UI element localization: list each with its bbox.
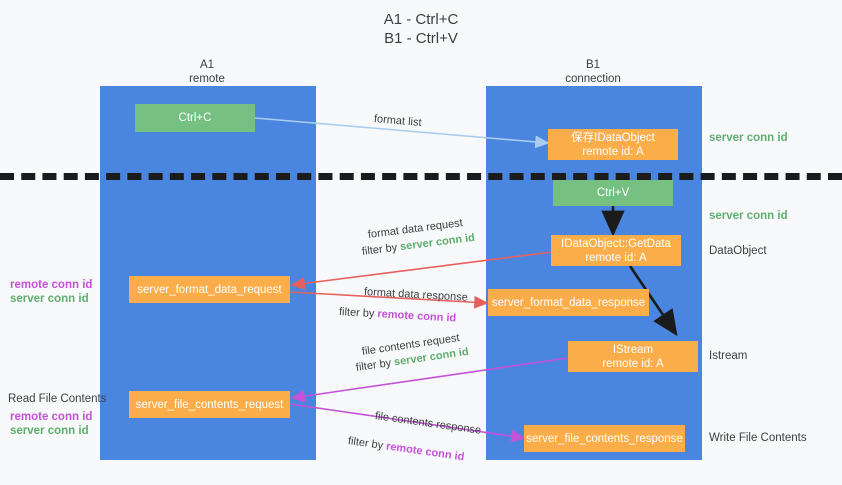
box-getdata-line2: remote id: A [585, 251, 647, 264]
caption-filter-by-1: filter by [361, 241, 401, 258]
title-line-2: B1 - Ctrl+V [384, 30, 458, 47]
caption-filter-by-3: filter by [355, 356, 395, 374]
box-istream[interactable]: IStream remote id: A [568, 341, 698, 372]
column-header-b1-name: B1 [585, 59, 601, 71]
annotation-right-server-conn-id-2: server conn id [709, 210, 788, 222]
box-save-idataobject-line1: 保存IDataObject [571, 131, 655, 144]
caption-file-contents-response-filter: filter by remote conn id [347, 434, 465, 464]
box-server-file-contents-response-label: server_file_contents_response [526, 432, 683, 445]
caption-remote-conn-id-2: remote conn id [385, 440, 466, 464]
annotation-left-remote-conn-id-1: remote conn id [10, 279, 93, 291]
caption-filter-by-4: filter by [347, 435, 387, 453]
box-istream-line1: IStream [612, 343, 654, 356]
box-ctrl-v[interactable]: Ctrl+V [553, 180, 673, 206]
box-istream-line2: remote id: A [602, 357, 664, 370]
box-save-idataobject[interactable]: 保存IDataObject remote id: A [548, 129, 678, 160]
column-header-b1: B1 connection [493, 58, 693, 86]
annotation-left-server-conn-id-1: server conn id [10, 293, 89, 305]
box-save-idataobject-line2: remote id: A [582, 145, 644, 158]
box-getdata[interactable]: IDataObject::GetData remote id: A [551, 235, 681, 266]
page-title: A1 - Ctrl+C B1 - Ctrl+V [0, 10, 842, 48]
caption-file-contents-response: file contents response [374, 409, 482, 438]
box-ctrl-v-label: Ctrl+V [596, 187, 630, 199]
box-server-file-contents-request-label: server_file_contents_request [135, 398, 284, 411]
annotation-right-istream: Istream [709, 350, 748, 362]
caption-format-data-response-text: format data response [363, 286, 469, 304]
caption-remote-conn-id-1: remote conn id [377, 308, 457, 325]
caption-format-data-response: format data response [364, 285, 469, 305]
box-server-format-data-request-label: server_format_data_request [137, 283, 282, 296]
column-header-b1-sub: connection [565, 73, 621, 85]
box-server-format-data-response-label: server_format_data_response [491, 296, 646, 309]
annotation-right-dataobject: DataObject [709, 245, 767, 257]
box-ctrl-c-label: Ctrl+C [178, 112, 212, 124]
box-server-file-contents-request[interactable]: server_file_contents_request [129, 391, 290, 418]
caption-format-list: format list [373, 113, 423, 129]
annotation-left-server-conn-id-2: server conn id [10, 425, 89, 437]
column-header-a1: A1 remote [107, 58, 307, 86]
column-header-a1-sub: remote [189, 73, 225, 85]
annotation-left-remote-conn-id-2: remote conn id [10, 411, 93, 423]
caption-format-data-response-filter: filter by remote conn id [339, 305, 457, 326]
box-server-format-data-response[interactable]: server_format_data_response [488, 289, 649, 316]
column-header-a1-name: A1 [199, 59, 215, 71]
box-ctrl-c[interactable]: Ctrl+C [135, 104, 255, 132]
box-getdata-line1: IDataObject::GetData [561, 237, 671, 250]
title-line-1: A1 - Ctrl+C [383, 11, 459, 28]
timeline-divider [0, 173, 842, 180]
annotation-left-read-file-contents: Read File Contents [8, 393, 107, 405]
annotation-right-server-conn-id-1: server conn id [709, 132, 788, 144]
annotation-right-write-file-contents: Write File Contents [709, 432, 807, 444]
caption-filter-by-2: filter by [338, 306, 378, 321]
box-server-format-data-request[interactable]: server_format_data_request [129, 276, 290, 303]
box-server-file-contents-response[interactable]: server_file_contents_response [524, 425, 685, 452]
caption-file-contents-response-text: file contents response [374, 410, 482, 437]
